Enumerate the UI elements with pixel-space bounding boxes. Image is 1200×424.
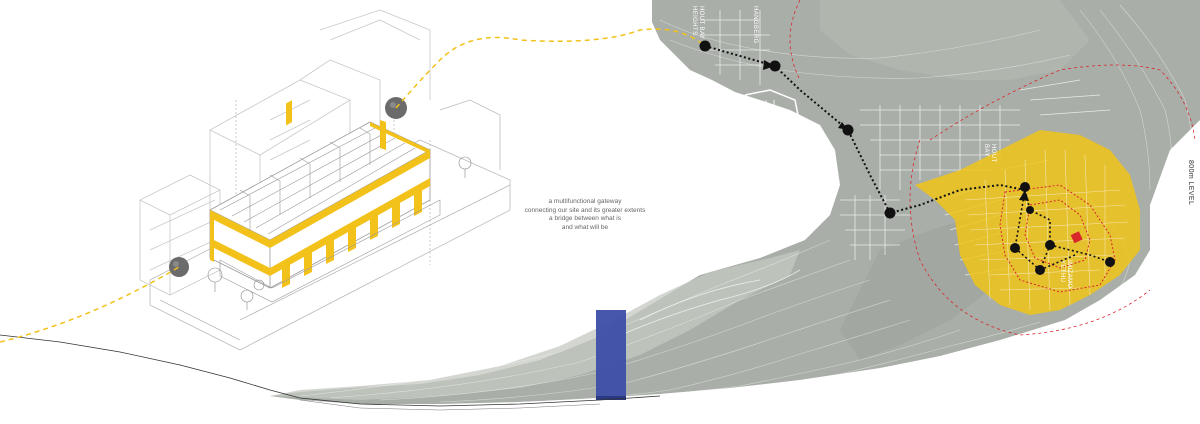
- node-hout-bay-heights: [699, 40, 711, 52]
- label-hout-bay: HOUT BAY: [982, 144, 996, 163]
- caption-line-3: a bridge between what is: [549, 215, 621, 222]
- route-arrow-1: [763, 60, 775, 70]
- concept-caption: a multifunctional gateway connecting our…: [520, 198, 650, 232]
- section-under-line: [299, 399, 601, 411]
- label-elevation-level: 800m LEVEL: [1187, 160, 1194, 205]
- node-sphere-top-highlight: [390, 102, 396, 108]
- site-inner-boundary: [1024, 199, 1091, 269]
- elevation-line-outer: [909, 139, 1151, 336]
- label-hout-bay-line-2: BAY: [983, 144, 989, 157]
- node-site-north: [1020, 182, 1030, 192]
- terrain-band-lower: [270, 250, 800, 400]
- node-site-inner: [1026, 206, 1034, 214]
- harbour-breakwater: [744, 89, 801, 131]
- ridge-line: [789, 0, 801, 81]
- yellow-side-edge: [210, 210, 214, 262]
- node-sphere-left-highlight: [173, 261, 179, 267]
- node-hangberg: [769, 60, 781, 72]
- facade-piers: [282, 186, 422, 288]
- label-hangberg: HANGBERG: [751, 6, 758, 44]
- caption-line-4: and what will be: [561, 223, 609, 231]
- yellow-tower-edge: [380, 120, 386, 150]
- node-site-west: [1010, 243, 1020, 253]
- route-arrow-3: [1019, 190, 1029, 201]
- terrain-band-north: [820, 0, 1090, 80]
- node-town: [884, 207, 896, 219]
- site-marker: [1070, 231, 1083, 244]
- node-site-centre: [1045, 240, 1055, 250]
- label-hout-bay-heights-line-1: HOUT BAY: [698, 6, 704, 40]
- yellow-columns: [286, 100, 292, 126]
- node-site-east: [1105, 257, 1115, 267]
- route-nodes: [699, 40, 1115, 275]
- main-building: [209, 100, 441, 303]
- label-hout-bay-heights: HOUT BAY HEIGHTS: [690, 6, 704, 39]
- trees: [207, 156, 472, 310]
- label-hangberg-text: HANGBERG: [752, 6, 758, 44]
- node-site-south: [1035, 265, 1045, 275]
- label-hout-bay-heights-line-2: HEIGHTS: [691, 6, 697, 36]
- gateway-route: [0, 28, 706, 343]
- town-route: [704, 45, 1026, 215]
- label-elevation-text: 800m LEVEL: [1187, 160, 1194, 206]
- harbour-jetties: [749, 100, 775, 118]
- elevation-line: [929, 64, 1196, 141]
- bridge-band-edge: [596, 396, 626, 400]
- caption-line-2: connecting our site and its greater exte…: [524, 206, 646, 214]
- label-hout-bay-line-1: HOUT: [990, 144, 996, 163]
- bridge-band: [596, 310, 626, 400]
- label-imizamo-yethu: IMIZAMO YETHU: [1058, 260, 1072, 288]
- node-harbour: [842, 124, 854, 136]
- loop-route: [1014, 189, 1111, 272]
- caption-line-1: a multifunctional gateway: [548, 198, 622, 205]
- ground-plane: [149, 99, 511, 351]
- label-imizamo-line-1: IMIZAMO: [1066, 260, 1072, 289]
- label-imizamo-line-2: YETHU: [1059, 260, 1065, 283]
- section-ground-line: [0, 334, 661, 407]
